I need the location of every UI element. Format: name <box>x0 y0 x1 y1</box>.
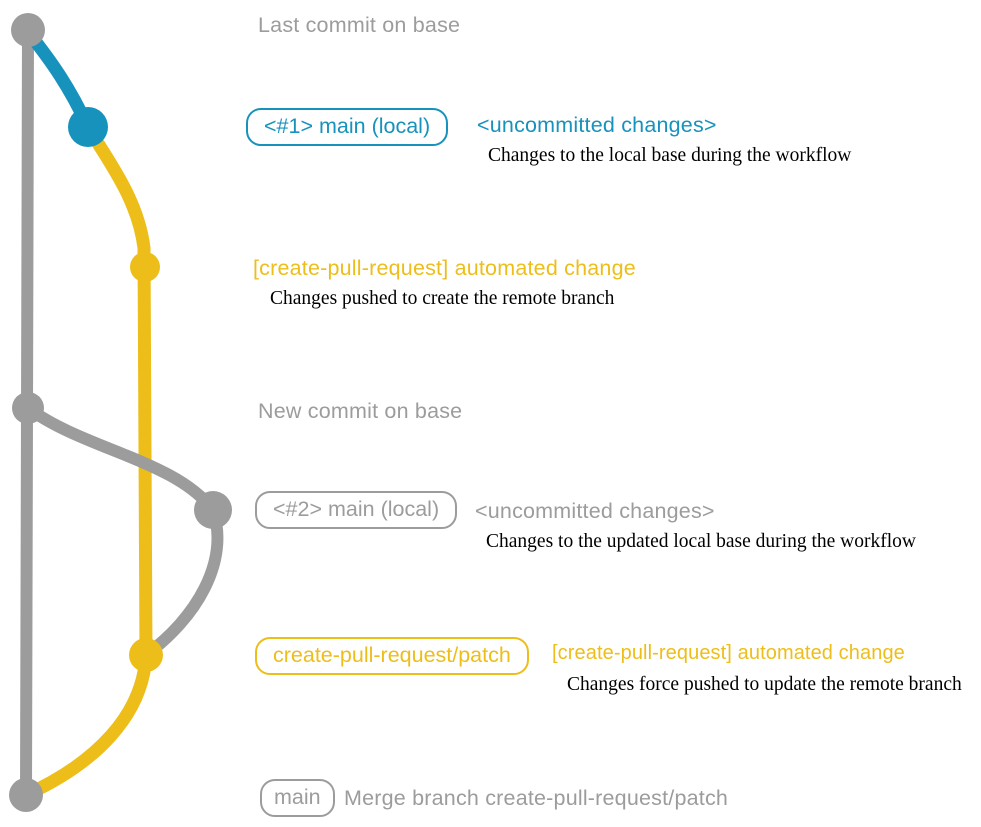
commit-title-uncommitted-2: <uncommitted changes> <box>475 499 715 523</box>
commit-desc-automated-change-2: Changes force pushed to update the remot… <box>567 674 962 695</box>
patch-branch-line <box>81 120 153 662</box>
commit-dot-local-1 <box>68 107 108 147</box>
commit-dot-merge <box>9 778 43 812</box>
commit-desc-uncommitted-1: Changes to the local base during the wor… <box>488 145 852 166</box>
commit-dot-local-2 <box>194 491 232 529</box>
label-new-commit-on-base: New commit on base <box>258 399 463 423</box>
commit-title-automated-change-1: [create-pull-request] automated change <box>253 256 636 280</box>
commit-title-automated-change-2: [create-pull-request] automated change <box>552 642 905 664</box>
label-last-commit-on-base: Last commit on base <box>258 13 461 37</box>
commit-graph <box>9 13 232 812</box>
commit-title-uncommitted-1: <uncommitted changes> <box>477 113 717 137</box>
branch-badge-patch: create-pull-request/patch <box>255 637 529 675</box>
branch-badge-main-local-2: <#2> main (local) <box>255 491 458 529</box>
commit-dot-push-2 <box>129 638 163 672</box>
force-push-line <box>140 504 224 661</box>
commit-dot-last-base <box>11 13 45 47</box>
commit-title-merge: Merge branch create-pull-request/patch <box>344 786 729 810</box>
branch-badge-main-local-1: <#1> main (local) <box>246 108 449 146</box>
commit-dot-new-base <box>12 392 44 424</box>
commit-dot-push-1 <box>130 252 160 282</box>
rebase-branch-line <box>22 402 219 516</box>
commit-desc-automated-change-1: Changes pushed to create the remote bran… <box>270 288 615 309</box>
branch-badge-main: main <box>260 779 335 817</box>
commit-desc-uncommitted-2: Changes to the updated local base during… <box>486 531 916 552</box>
patch-merge-line <box>19 648 153 802</box>
